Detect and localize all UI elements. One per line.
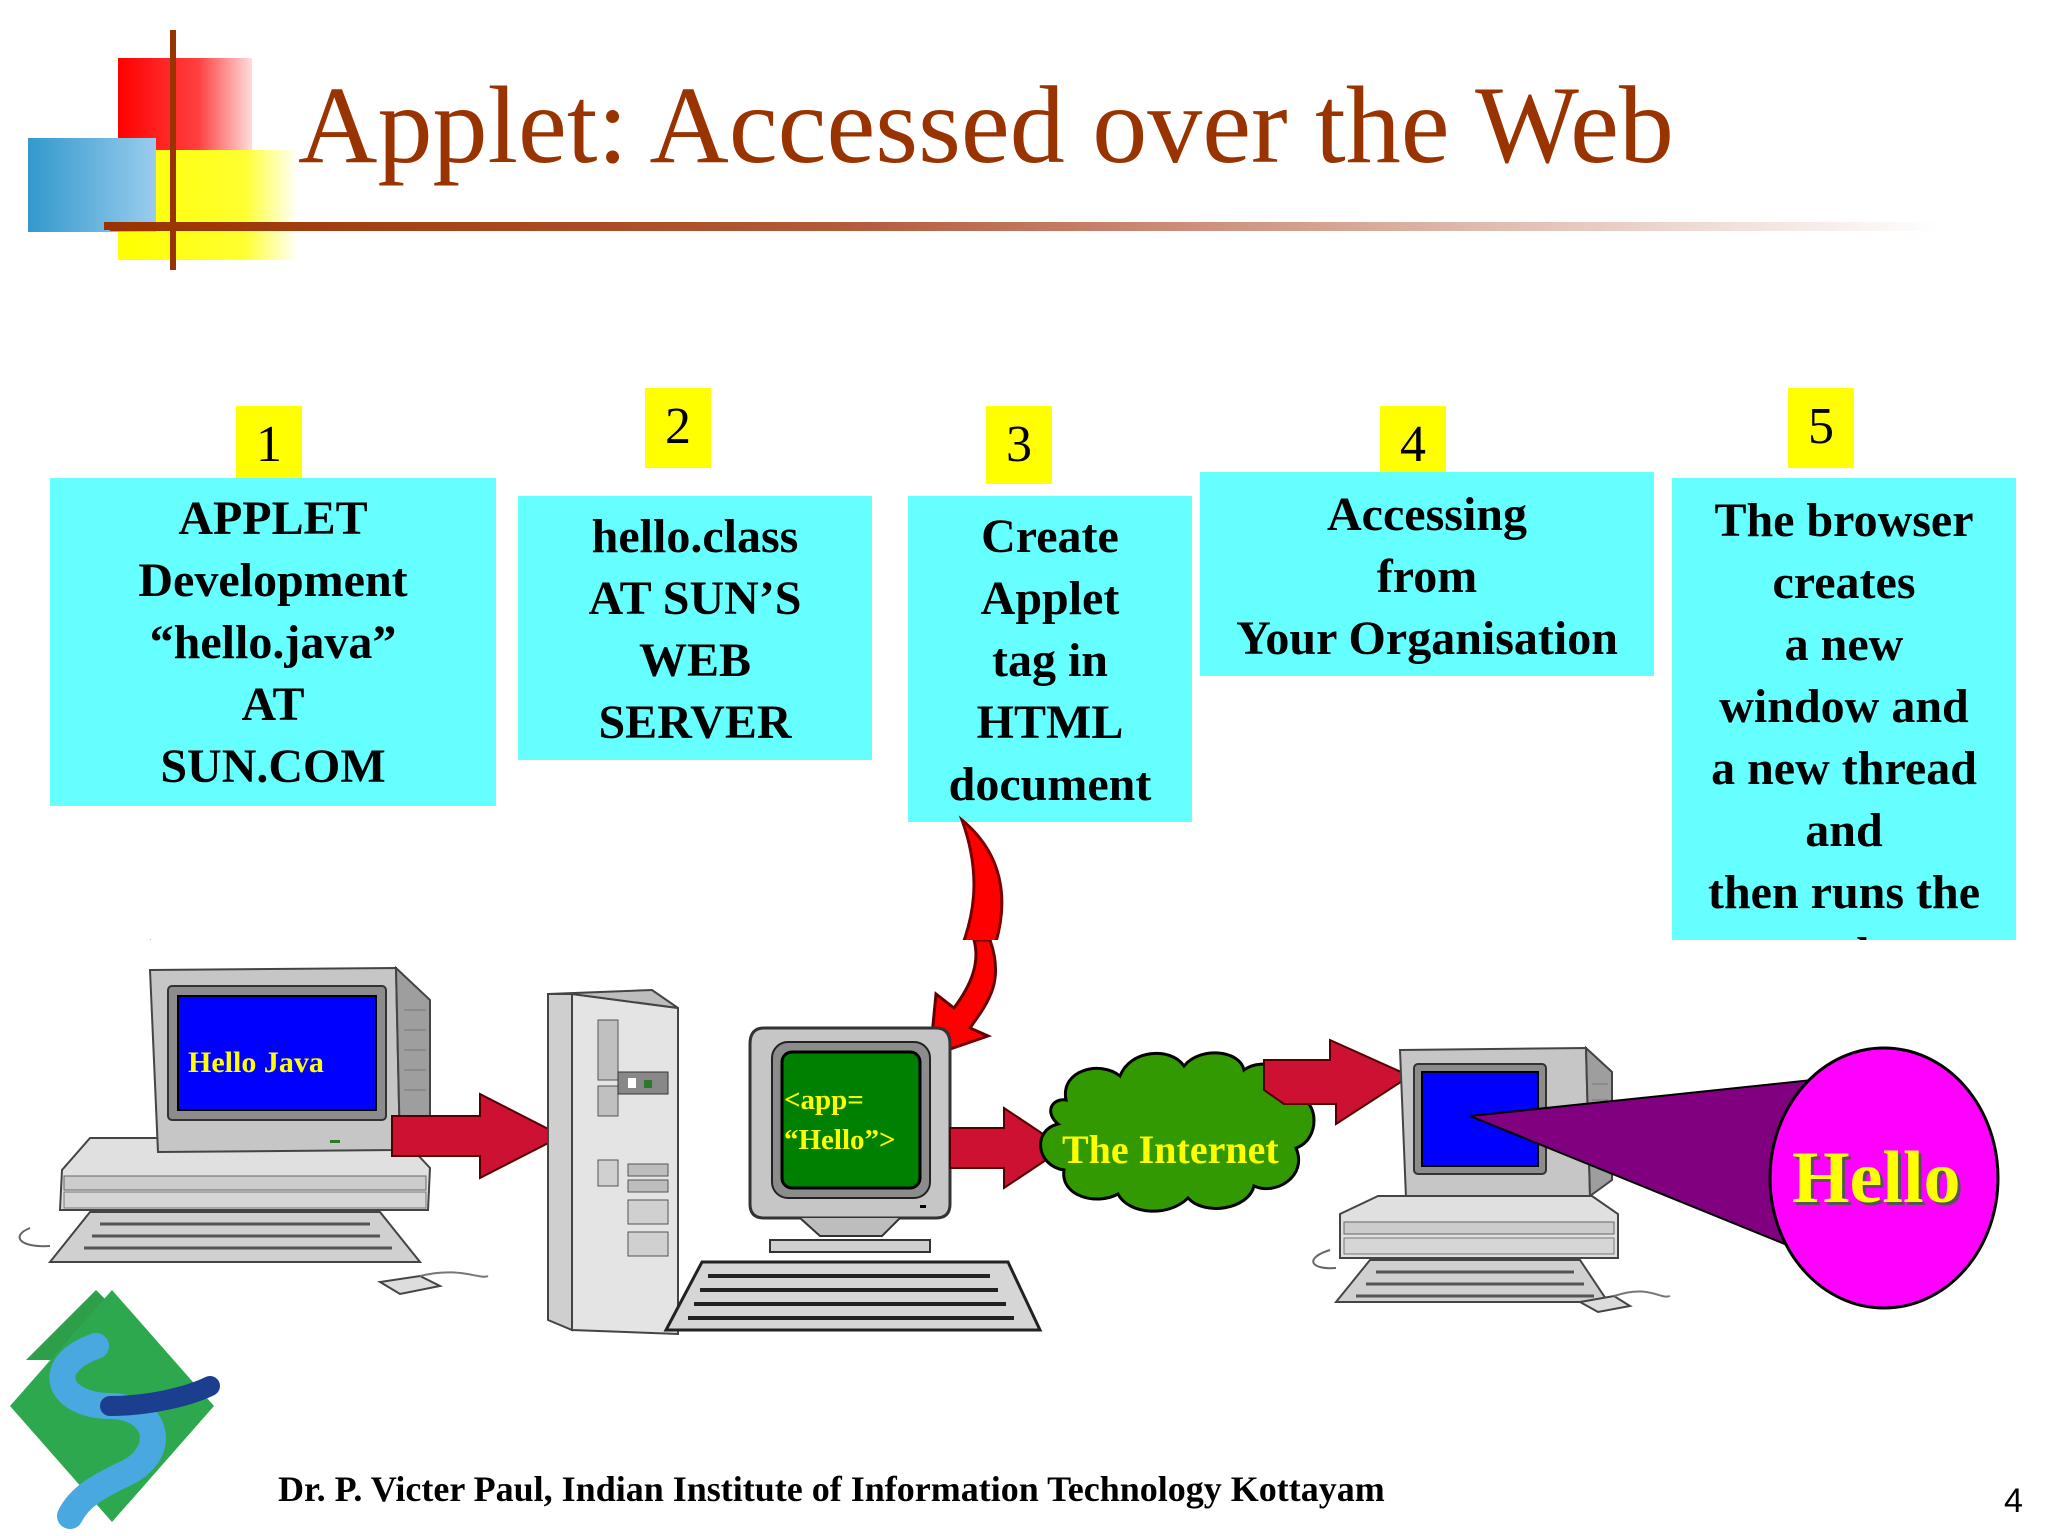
step-4-line: Accessing — [1327, 488, 1527, 541]
step-1-box: APPLET Development “hello.java” AT SUN.C… — [50, 478, 496, 806]
page-title: Applet: Accessed over the Web — [298, 64, 1674, 186]
step-4-box: Accessing from Your Organisation — [1200, 472, 1654, 676]
internet-cloud — [1039, 1051, 1316, 1213]
step-2-line: WEB — [638, 634, 752, 687]
step-2-line: SERVER — [598, 696, 792, 749]
hello-bubble — [1768, 1046, 2000, 1310]
step-5-line: The browser — [1714, 494, 1974, 547]
dev-screen-text: Hello Java — [188, 1046, 324, 1079]
slide-logo-squares — [28, 30, 298, 270]
step-5-number: 5 — [1788, 388, 1854, 468]
step-3-line: document — [948, 758, 1152, 811]
hello-text: Hello — [1792, 1137, 1961, 1219]
network-illustration — [0, 940, 2048, 1360]
desktop-computer — [18, 965, 489, 1296]
step-2-line: AT SUN’S — [588, 572, 802, 625]
step-4-line: from — [1376, 550, 1478, 603]
page-number: 4 — [2004, 1482, 2023, 1520]
html-screen-line1: <app= — [784, 1084, 864, 1116]
step-3-number: 3 — [986, 406, 1052, 484]
tower-server — [547, 988, 679, 1336]
step-4-line: Your Organisation — [1236, 612, 1618, 665]
step-1-line: APPLET — [178, 492, 368, 545]
institute-logo-swirl — [10, 1290, 220, 1529]
step-5-line: creates — [1772, 556, 1916, 609]
step-1-line: “hello.java” — [149, 616, 397, 669]
step-3-line: Applet — [980, 572, 1120, 625]
step-5-line: then runs the — [1707, 866, 1981, 919]
arrow-to-internet — [949, 1106, 1066, 1190]
step-3-line: Create — [981, 510, 1119, 563]
step-3-box: Create Applet tag in HTML document — [908, 496, 1192, 822]
step-1-line: SUN.COM — [160, 740, 386, 793]
step-2-line: hello.class — [591, 510, 799, 563]
step-2-box: hello.class AT SUN’S WEB SERVER — [518, 496, 872, 760]
step-5-line: window and — [1719, 680, 1969, 733]
step-5-line: a new thread — [1711, 742, 1977, 795]
step-3-line: tag in — [991, 634, 1108, 687]
internet-label: The Internet — [1062, 1127, 1279, 1172]
step-1-line: Development — [138, 554, 408, 607]
step-1-line: AT — [241, 678, 305, 731]
arrow-to-server — [391, 1092, 565, 1180]
monitor-keyboard — [663, 1026, 1043, 1332]
step-5-line: and — [1805, 804, 1883, 857]
step-4-number: 4 — [1380, 406, 1446, 484]
step-1-number: 1 — [236, 406, 302, 484]
footer-credit: Dr. P. Victer Paul, Indian Institute of … — [278, 1469, 1385, 1509]
title-underline — [110, 222, 1940, 231]
step-3-line: HTML — [976, 696, 1124, 749]
step-5-line: a new — [1784, 618, 1904, 671]
step-2-number: 2 — [645, 388, 711, 468]
step-5-box: The browser creates a new window and a n… — [1672, 478, 2016, 990]
html-screen-line2: “Hello”> — [784, 1124, 896, 1156]
